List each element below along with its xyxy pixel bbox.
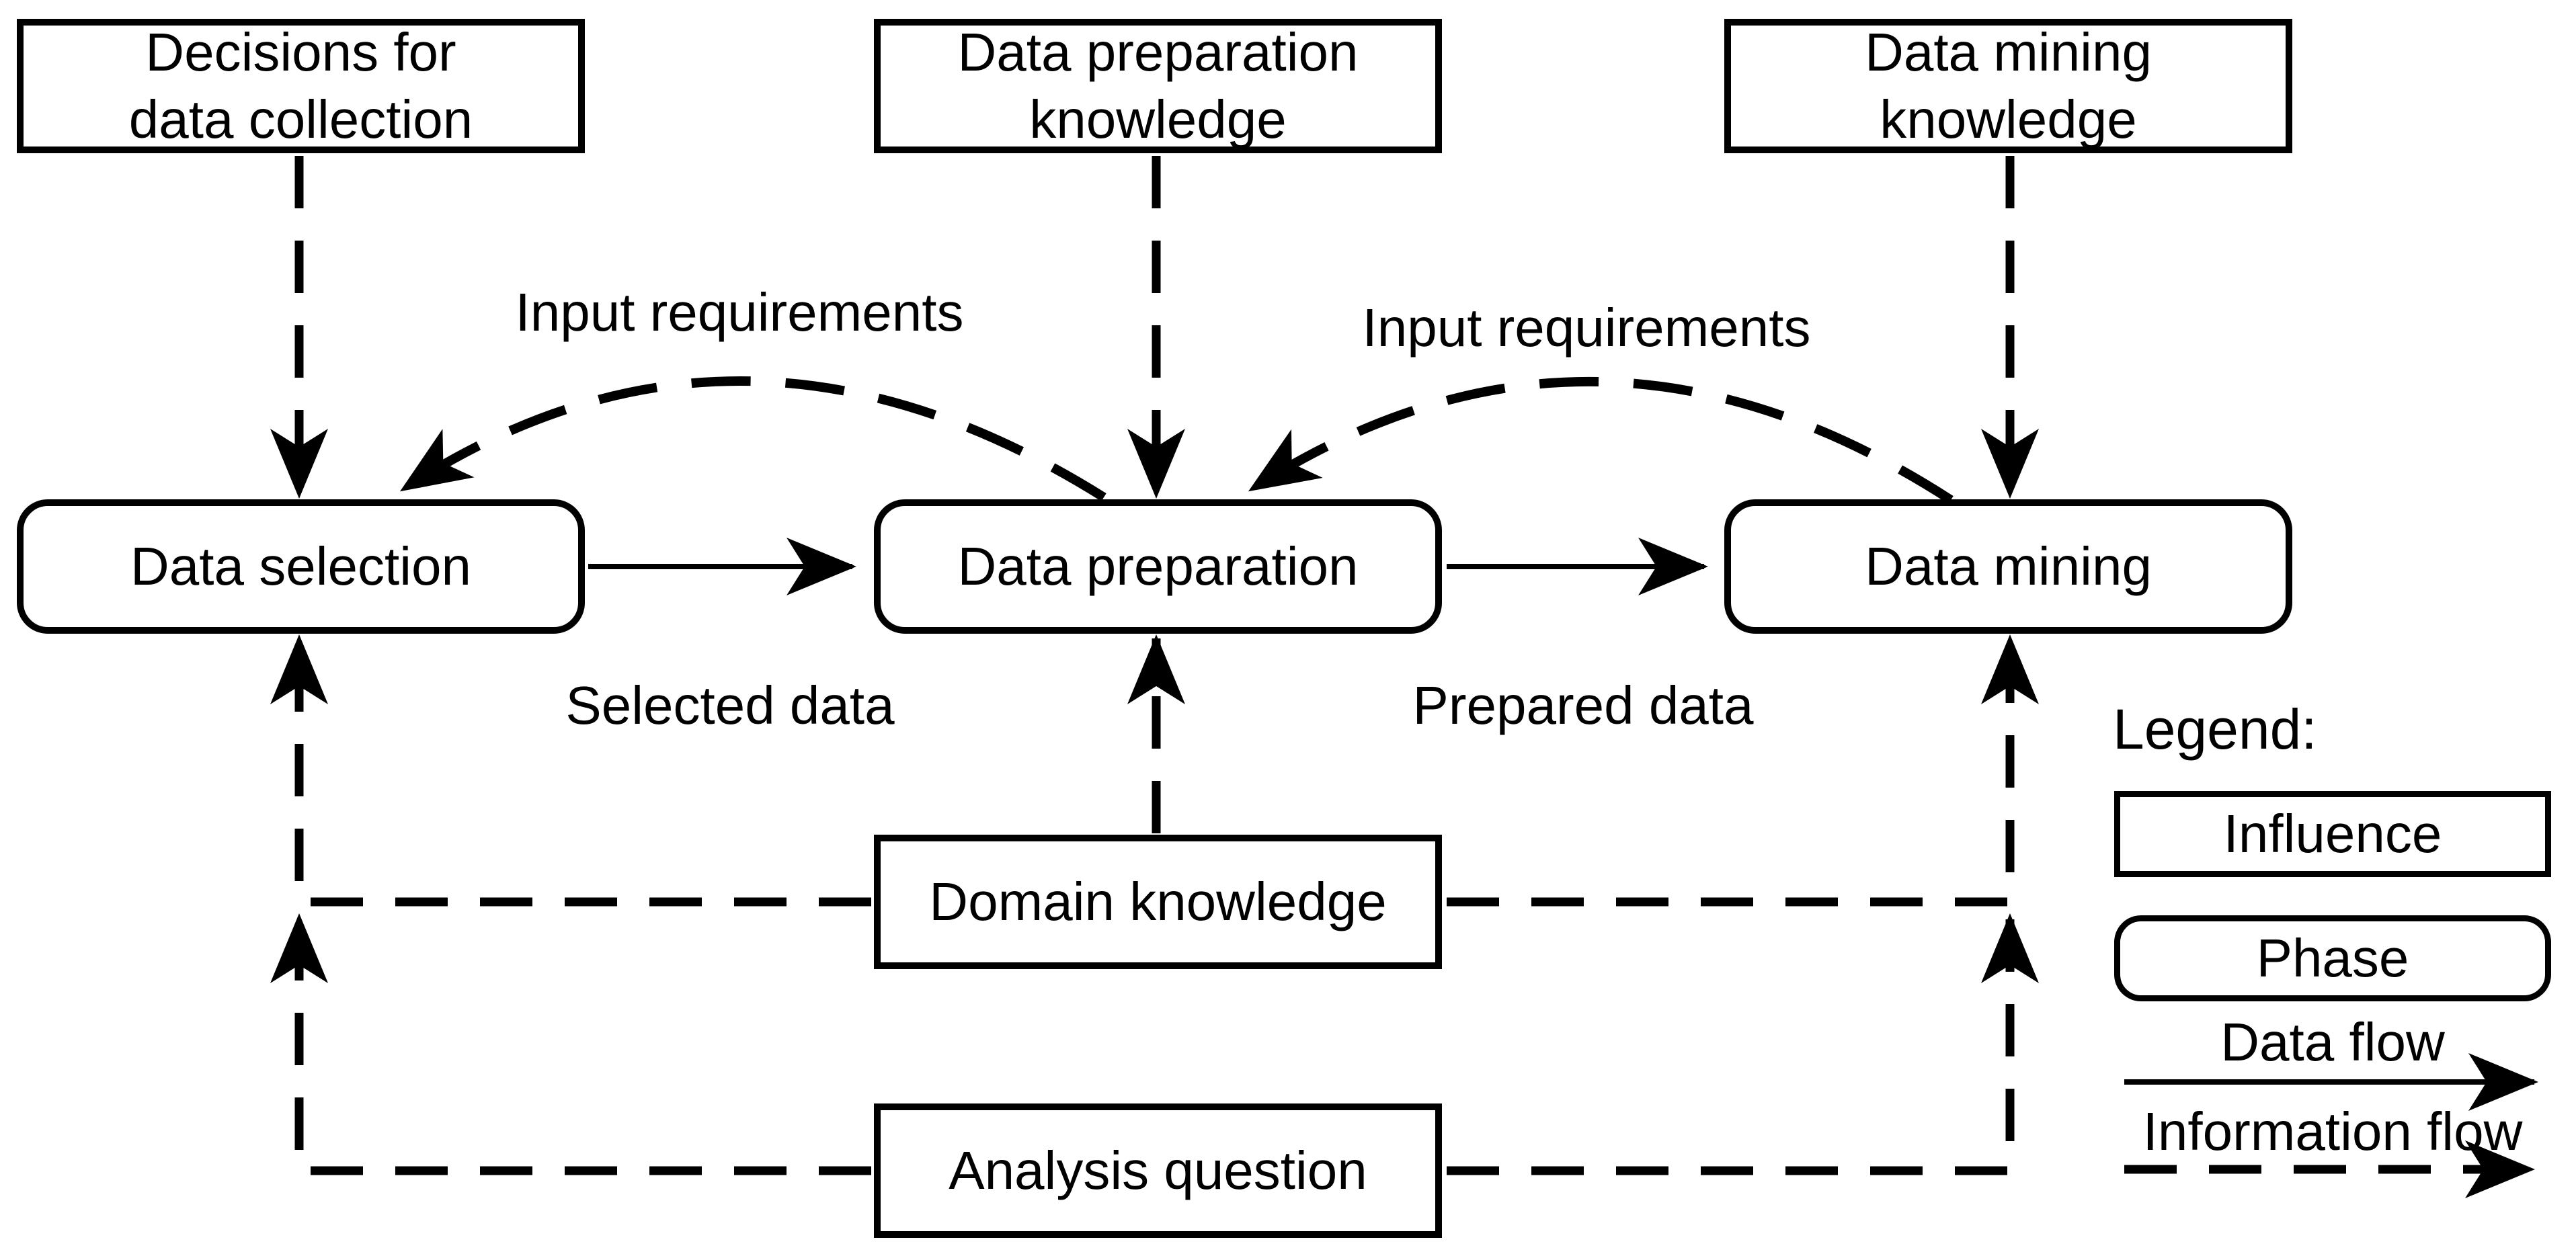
- node-analysis-question: Analysis question: [874, 1103, 1442, 1238]
- label-input-requirements-right: Input requirements: [1362, 298, 1811, 358]
- arrow-domain-to-selection: [270, 634, 871, 907]
- node-data-selection: Data selection: [17, 499, 585, 634]
- node-data-preparation: Data preparation: [874, 499, 1442, 634]
- legend-title: Legend:: [2113, 698, 2317, 761]
- label-selected-data: Selected data: [565, 675, 895, 735]
- legend-data-flow-label: Data flow: [2220, 1012, 2445, 1072]
- label-input-requirements-left: Input requirements: [515, 282, 964, 342]
- node-data-preparation-knowledge: Data preparation knowledge: [874, 19, 1442, 153]
- legend-information-flow-label: Information flow: [2142, 1101, 2523, 1161]
- node-data-mining-knowledge: Data mining knowledge: [1724, 19, 2292, 153]
- node-decisions-for-data-collection: Decisions for data collection: [17, 19, 585, 153]
- arrow-analysis-to-mining: [1447, 913, 2039, 1175]
- legend-phase-box: Phase: [2114, 915, 2551, 1001]
- arc-input-requirements-right: [1248, 376, 1954, 504]
- label-prepared-data: Prepared data: [1412, 675, 1754, 735]
- arc-input-requirements-left: [399, 376, 1106, 501]
- arrow-analysis-to-selection: [270, 913, 871, 1175]
- node-domain-knowledge: Domain knowledge: [874, 835, 1442, 969]
- arrow-domain-to-mining: [1447, 634, 2039, 907]
- legend-influence-box: Influence: [2114, 791, 2551, 877]
- node-data-mining: Data mining: [1724, 499, 2292, 634]
